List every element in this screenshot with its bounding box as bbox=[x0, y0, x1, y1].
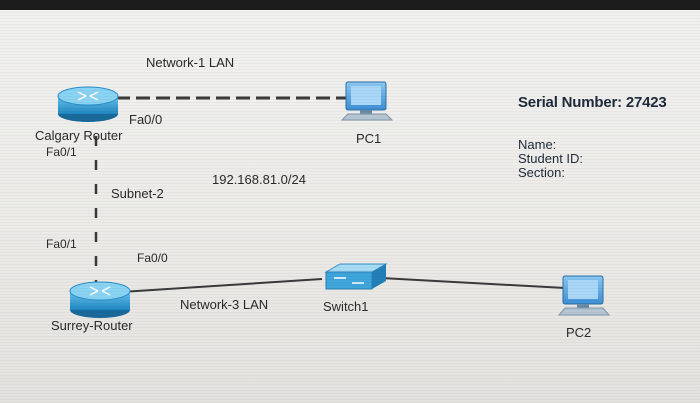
network-1-lan-label: Network-1 LAN bbox=[146, 55, 235, 70]
surrey-router-icon[interactable] bbox=[69, 281, 131, 318]
link-surrey-switch[interactable] bbox=[121, 278, 323, 293]
surrey-fa0-1-label: Fa0/1 bbox=[46, 237, 77, 251]
switch1-label: Switch1 bbox=[323, 299, 369, 314]
subnet-address-label: 192.168.81.0/24 bbox=[212, 172, 306, 187]
packet-tracer-workspace: Network-1 LAN Fa0/0 Calgary Router Fa0/1… bbox=[0, 10, 700, 403]
pc2-icon[interactable] bbox=[557, 275, 611, 316]
section-field: Section: bbox=[518, 165, 565, 180]
subnet-2-label: Subnet-2 bbox=[111, 186, 164, 201]
pc1-icon[interactable] bbox=[340, 81, 394, 121]
pc1-label: PC1 bbox=[356, 131, 382, 146]
link-switch-pc2[interactable] bbox=[379, 277, 566, 289]
name-field: Name: bbox=[518, 137, 557, 152]
switch1-icon[interactable] bbox=[324, 263, 388, 290]
surrey-fa0-0-label: Fa0/0 bbox=[137, 251, 168, 265]
topology-canvas bbox=[57, 81, 611, 318]
network-3-lan-label: Network-3 LAN bbox=[180, 297, 269, 312]
surrey-router-label: Surrey-Router bbox=[51, 318, 133, 333]
calgary-router-icon[interactable] bbox=[57, 86, 119, 122]
student-id-field: Student ID: bbox=[518, 151, 584, 166]
pc2-label: PC2 bbox=[566, 325, 592, 340]
serial-number: Serial Number: 27423 bbox=[518, 94, 667, 111]
calgary-fa0-0-label: Fa0/0 bbox=[129, 112, 163, 127]
calgary-fa0-1-label: Fa0/1 bbox=[46, 145, 77, 159]
calgary-router-label: Calgary Router bbox=[35, 128, 123, 143]
student-info-block: Serial Number: 27423 Name: Student ID: S… bbox=[518, 94, 667, 180]
